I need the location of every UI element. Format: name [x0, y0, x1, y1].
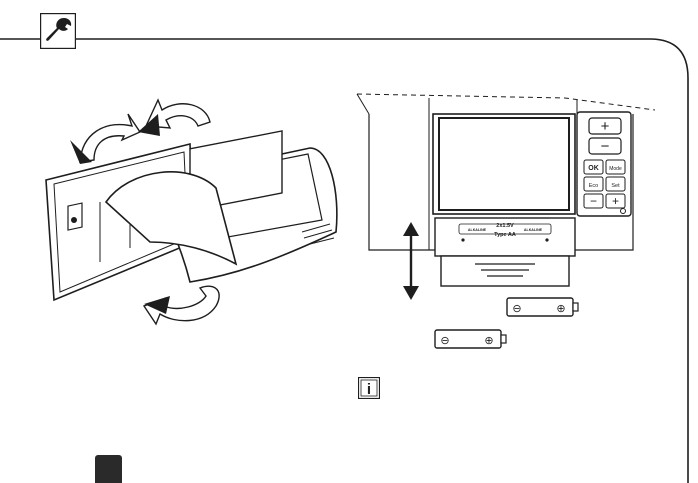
set-button-label: Set	[611, 183, 620, 189]
battery-icon: ⊖ ⊕	[507, 298, 578, 316]
small-plus-label: +	[612, 194, 619, 208]
battery-compartment-illustration: + − OK Mode Eco Set − + 2x1.5V Type AA A…	[355, 90, 655, 355]
alkaline-label-left: ALKALINE	[468, 228, 487, 232]
info-glyph: i	[367, 381, 371, 398]
battery-minus: ⊖	[440, 335, 449, 347]
battery-plus: ⊕	[484, 335, 493, 347]
battery-icon: ⊖ ⊕	[435, 330, 506, 348]
info-icon: i	[358, 377, 380, 399]
rotate-arrow-left-icon	[80, 114, 140, 162]
minus-button-label: −	[601, 138, 610, 155]
tray-lid	[441, 256, 569, 286]
mounting-illustration	[40, 92, 340, 332]
battery-spec-line1: 2x1.5V	[496, 223, 514, 229]
eco-button-label: Eco	[589, 183, 598, 189]
page-tab	[95, 455, 122, 483]
plus-button-label: +	[601, 118, 610, 135]
ok-button-label: OK	[588, 165, 599, 172]
wrench-icon	[40, 13, 76, 49]
battery-minus: ⊖	[512, 303, 521, 315]
slide-arrow-icon	[403, 222, 419, 300]
battery-spec-line2: Type AA	[494, 232, 516, 238]
battery-plus: ⊕	[556, 303, 565, 315]
display-window	[439, 118, 569, 210]
mode-button-label: Mode	[609, 166, 622, 172]
alkaline-label-right: ALKALINE	[524, 228, 543, 232]
rotate-arrow-right-fill-icon	[138, 114, 160, 136]
small-minus-label: −	[590, 194, 597, 208]
